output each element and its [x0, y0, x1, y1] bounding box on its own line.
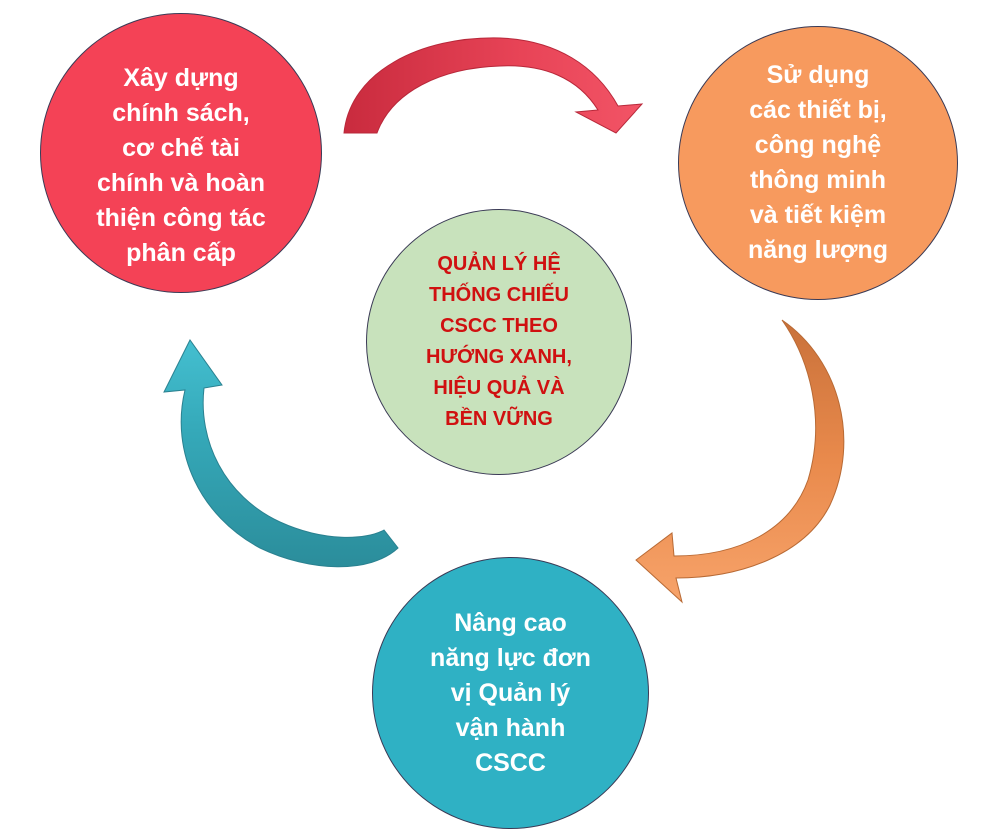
- node-smart-devices-label: Sử dụng các thiết bị, công nghệ thông mi…: [747, 61, 889, 264]
- node-center-goal: QUẢN LÝ HỆ THỐNG CHIẾU CSCC THEO HƯỚNG X…: [366, 209, 632, 475]
- node-capacity-building: Nâng cao năng lực đơn vị Quản lý vận hàn…: [372, 557, 649, 829]
- node-capacity-building-label: Nâng cao năng lực đơn vị Quản lý vận hàn…: [430, 608, 591, 777]
- node-center-goal-label: QUẢN LÝ HỆ THỐNG CHIẾU CSCC THEO HƯỚNG X…: [426, 253, 572, 430]
- arrow-red: [343, 37, 644, 134]
- node-smart-devices: Sử dụng các thiết bị, công nghệ thông mi…: [678, 26, 958, 300]
- arrow-teal: [163, 339, 399, 568]
- arrow-orange: [635, 319, 845, 604]
- node-policy-finance-label: Xây dựng chính sách, cơ chế tài chính và…: [96, 64, 266, 267]
- node-policy-finance: Xây dựng chính sách, cơ chế tài chính và…: [40, 13, 322, 293]
